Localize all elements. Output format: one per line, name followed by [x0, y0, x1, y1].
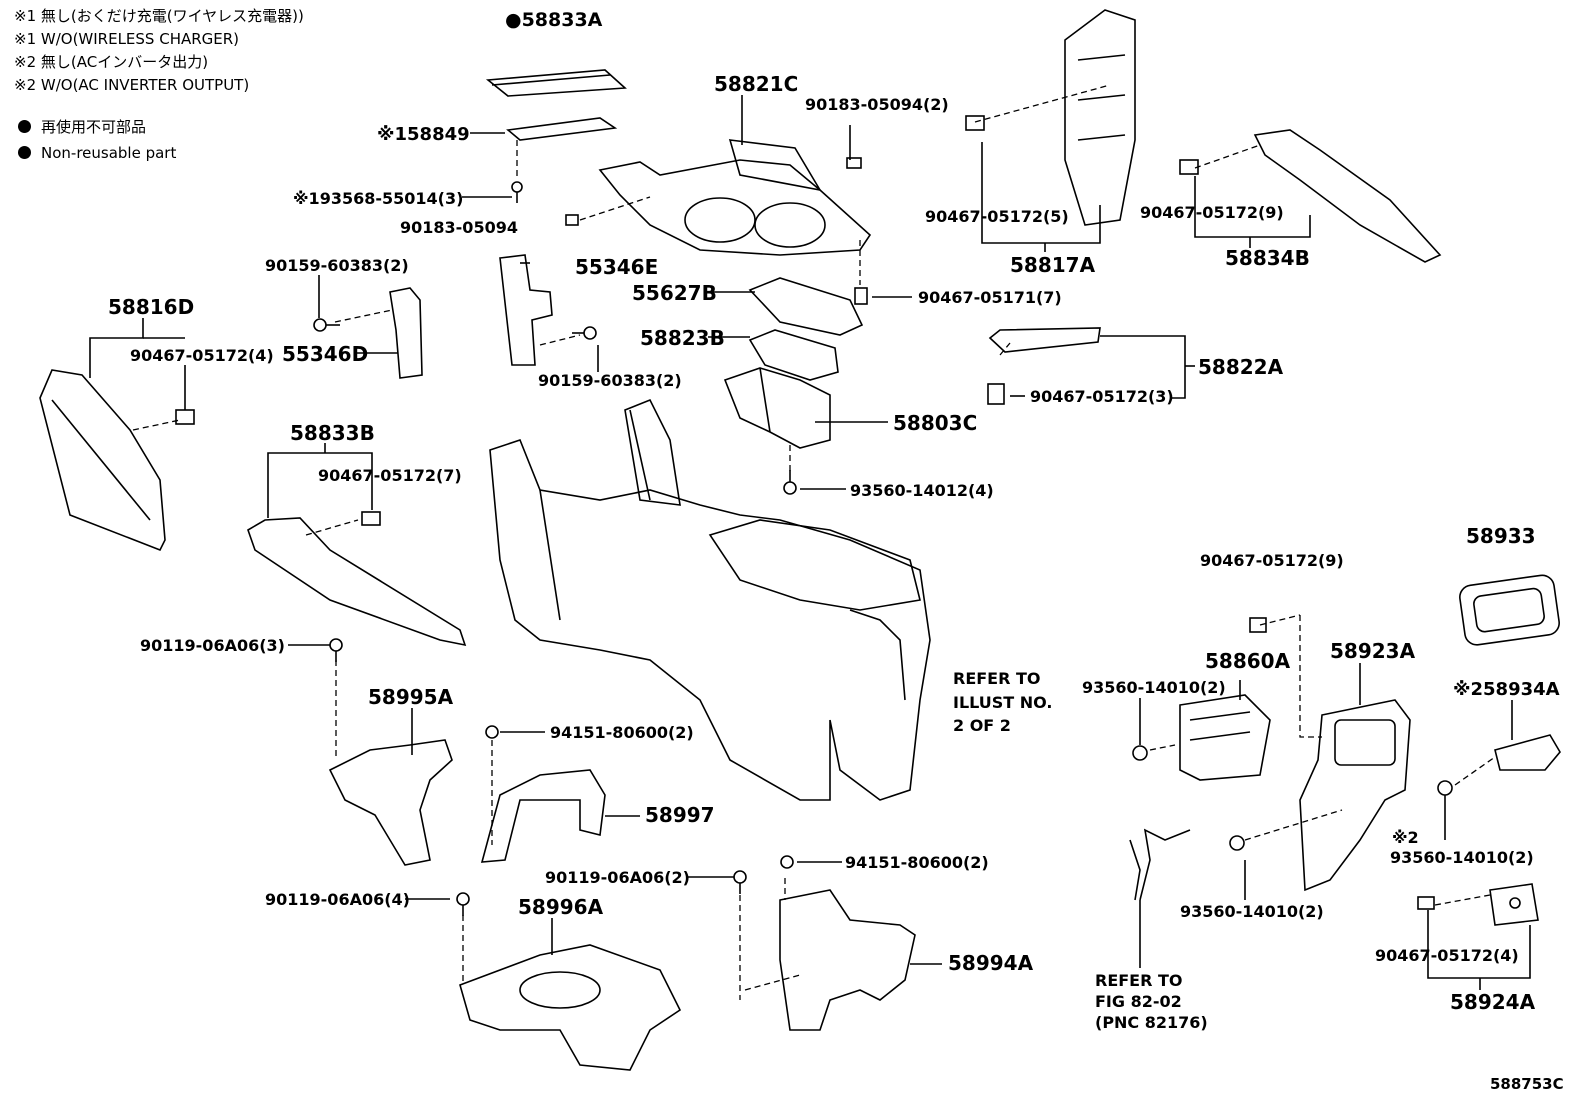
label-58933: 58933	[1466, 524, 1536, 548]
label-90467-05172-5: 90467-05172(5)	[925, 207, 1069, 226]
label-90467-05172-4a: 90467-05172(4)	[130, 346, 274, 365]
label-58833A: ●58833A	[505, 9, 603, 31]
filled-dot-icon	[18, 146, 31, 159]
refer-illust-line3: 2 OF 2	[953, 716, 1011, 735]
label-90119-06A06-2: 90119-06A06(2)	[545, 868, 690, 887]
label-93560-14012: 93560-14012(4)	[850, 481, 994, 500]
label-93568-55014: ※193568-55014(3)	[293, 189, 463, 208]
note-2-en: ※2 W/O(AC INVERTER OUTPUT)	[14, 76, 250, 94]
label-58849: ※158849	[377, 124, 470, 145]
label-58923A: 58923A	[1330, 639, 1416, 663]
label-90119-06A06-4: 90119-06A06(4)	[265, 890, 410, 909]
legend-en-label: Non-reusable part	[41, 144, 177, 162]
label-55346E: 55346E	[575, 255, 658, 279]
label-90159-60383-b: 90159-60383(2)	[538, 371, 682, 390]
label-90159-60383-a: 90159-60383(2)	[265, 256, 409, 275]
label-90467-05172-9b: 90467-05172(9)	[1200, 551, 1344, 570]
label-90467-05172-4b: 90467-05172(4)	[1375, 946, 1519, 965]
label-58833B: 58833B	[290, 421, 375, 445]
legend-nonreusable-en: Non-reusable part	[18, 143, 176, 163]
label-90467-05172-9a: 90467-05172(9)	[1140, 203, 1284, 222]
label-94151-80600-b: 94151-80600(2)	[845, 853, 989, 872]
legend-jp-label: 再使用不可部品	[41, 118, 147, 136]
label-58822A: 58822A	[1198, 355, 1284, 379]
label-58816D: 58816D	[108, 295, 194, 319]
label-93560-14010-a: 93560-14010(2)	[1082, 678, 1226, 697]
label-58994A: 58994A	[948, 951, 1034, 975]
label-58860A: 58860A	[1205, 649, 1291, 673]
label-55346D: 55346D	[282, 342, 368, 366]
label-90467-05171: 90467-05171(7)	[918, 288, 1062, 307]
label-58934A: ※258934A	[1453, 679, 1560, 700]
label-58924A: 58924A	[1450, 990, 1536, 1014]
label-90183-05094-a: 90183-05094	[400, 218, 518, 237]
label-55627B: 55627B	[632, 281, 717, 305]
label-90467-05172-3: 90467-05172(3)	[1030, 387, 1174, 406]
label-58823B: 58823B	[640, 326, 725, 350]
label-90183-05094-b: 90183-05094(2)	[805, 95, 949, 114]
illustration-code: 588753C	[1490, 1075, 1564, 1093]
label-58996A: 58996A	[518, 895, 604, 919]
refer-fig-line3: (PNC 82176)	[1095, 1013, 1208, 1032]
label-58817A: 58817A	[1010, 253, 1096, 277]
note-1-en: ※1 W/O(WIRELESS CHARGER)	[14, 30, 240, 48]
label-58995A: 58995A	[368, 685, 454, 709]
note-1-jp: ※1 無し(おくだけ充電(ワイヤレス充電器))	[14, 7, 304, 25]
label-58803C: 58803C	[893, 411, 977, 435]
label-93560-14010-b: 93560-14010(2)	[1390, 848, 1534, 867]
label-58821C: 58821C	[714, 72, 798, 96]
refer-illust-line1: REFER TO	[953, 669, 1041, 688]
label-58997: 58997	[645, 803, 715, 827]
label-mark-2: ※2	[1392, 828, 1419, 847]
label-58834B: 58834B	[1225, 246, 1310, 270]
refer-fig-line2: FIG 82-02	[1095, 992, 1182, 1011]
refer-fig-line1: REFER TO	[1095, 971, 1183, 990]
label-93560-14010-c: 93560-14010(2)	[1180, 902, 1324, 921]
label-90119-06A06-3: 90119-06A06(3)	[140, 636, 285, 655]
note-2-jp: ※2 無し(ACインバータ出力)	[14, 53, 209, 71]
refer-illust-line2: ILLUST NO.	[953, 693, 1053, 712]
label-90467-05172-7: 90467-05172(7)	[318, 466, 462, 485]
legend-nonreusable-jp: 再使用不可部品	[18, 117, 146, 137]
label-94151-80600-a: 94151-80600(2)	[550, 723, 694, 742]
filled-dot-icon	[18, 120, 31, 133]
